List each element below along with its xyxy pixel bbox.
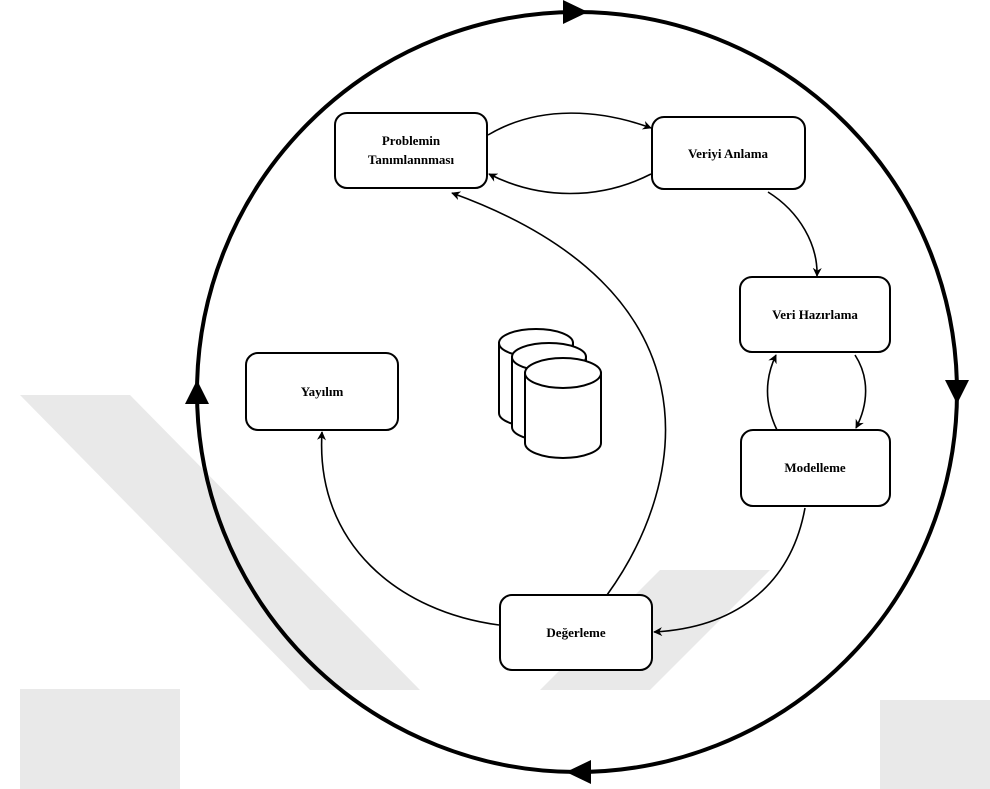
arrow-problem-to-understanding <box>487 112 652 136</box>
arrow-understanding-to-problem <box>488 173 652 195</box>
node-deployment-label: Yayılım <box>301 384 344 399</box>
ring-arrow-top <box>563 0 588 24</box>
node-data-preparation-label: Veri Hazırlama <box>772 307 858 322</box>
arrow-evaluation-to-deployment <box>317 431 500 626</box>
arrow-modeling-to-preparation <box>766 354 778 431</box>
node-deployment[interactable]: Yayılım <box>245 352 399 431</box>
node-problem-label-line1: Problemin <box>382 133 441 148</box>
node-evaluation[interactable]: Değerleme <box>499 594 653 671</box>
arrow-preparation-to-modeling <box>854 354 867 429</box>
node-problem-label-line2: Tanımlannması <box>368 152 455 167</box>
database-icon <box>498 328 602 459</box>
ring-arrow-bottom <box>566 760 591 784</box>
arrow-evaluation-to-problem <box>451 191 667 596</box>
node-modeling[interactable]: Modelleme <box>740 429 891 507</box>
arrow-understanding-to-preparation <box>767 191 822 277</box>
node-problem-definition[interactable]: Problemin Tanımlannması <box>334 112 488 189</box>
arrow-modeling-to-evaluation <box>653 507 806 637</box>
node-data-understanding-label: Veriyi Anlama <box>688 146 769 161</box>
node-evaluation-label: Değerleme <box>546 625 605 640</box>
ring-arrow-right <box>945 380 969 404</box>
node-data-understanding[interactable]: Veriyi Anlama <box>651 116 806 190</box>
node-data-preparation[interactable]: Veri Hazırlama <box>739 276 891 353</box>
ring-arrow-left <box>185 380 209 404</box>
node-modeling-label: Modelleme <box>784 460 846 475</box>
database-cylinder-front <box>524 357 602 459</box>
